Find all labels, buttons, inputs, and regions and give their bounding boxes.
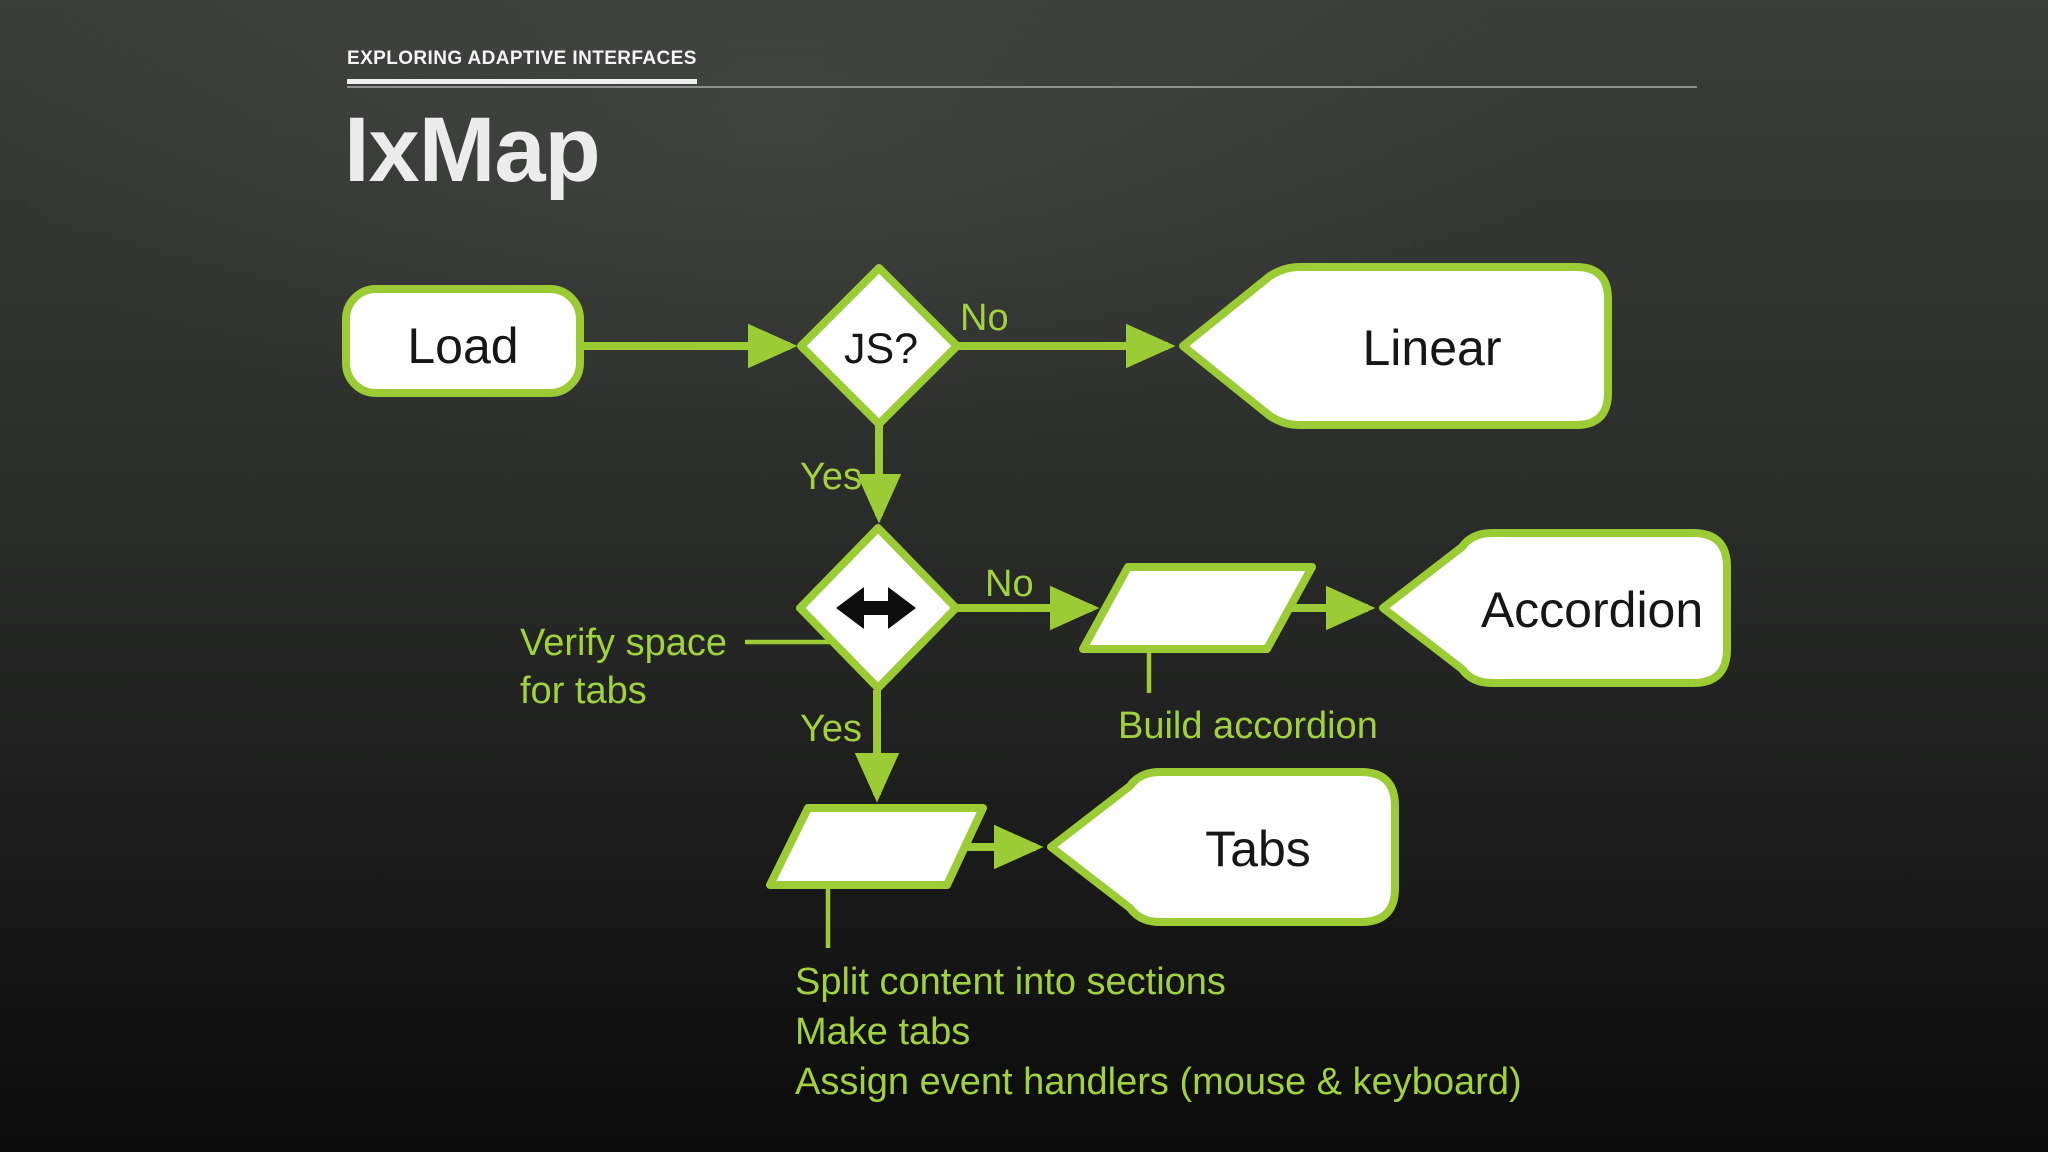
node-linear-label: Linear bbox=[1363, 320, 1502, 376]
node-linear bbox=[1179, 263, 1612, 429]
horizontal-resize-arrow-icon bbox=[836, 587, 916, 629]
annotation-verify-space-line2: for tabs bbox=[520, 670, 647, 712]
node-js-label: JS? bbox=[844, 325, 918, 373]
node-tabs-label: Tabs bbox=[1205, 821, 1311, 877]
edge-label-no-accordion: No bbox=[985, 563, 1034, 605]
node-build-tabs-step bbox=[766, 804, 987, 889]
edge-label-no-linear: No bbox=[960, 297, 1009, 339]
node-accordion bbox=[1379, 529, 1731, 687]
annotation-verify-space-line1: Verify space bbox=[520, 622, 727, 664]
annotation-tabs-step-1: Split content into sections bbox=[795, 961, 1226, 1003]
node-accordion-label: Accordion bbox=[1481, 582, 1703, 638]
slide-kicker: EXPLORING ADAPTIVE INTERFACES bbox=[347, 48, 697, 84]
edge-label-yes-space: Yes bbox=[800, 456, 862, 498]
header-rule bbox=[347, 86, 1697, 88]
node-js-decision bbox=[797, 264, 961, 428]
annotation-build-accordion: Build accordion bbox=[1118, 705, 1378, 747]
node-load-label: Load bbox=[407, 318, 518, 374]
edge-label-yes-tabs: Yes bbox=[800, 708, 862, 750]
node-load bbox=[342, 285, 584, 397]
annotation-tabs-step-2: Make tabs bbox=[795, 1011, 970, 1053]
node-build-accordion-step bbox=[1079, 563, 1316, 653]
page-title: IxMap bbox=[344, 99, 601, 201]
node-tabs bbox=[1047, 768, 1399, 926]
annotation-tabs-step-3: Assign event handlers (mouse & keyboard) bbox=[795, 1061, 1522, 1103]
